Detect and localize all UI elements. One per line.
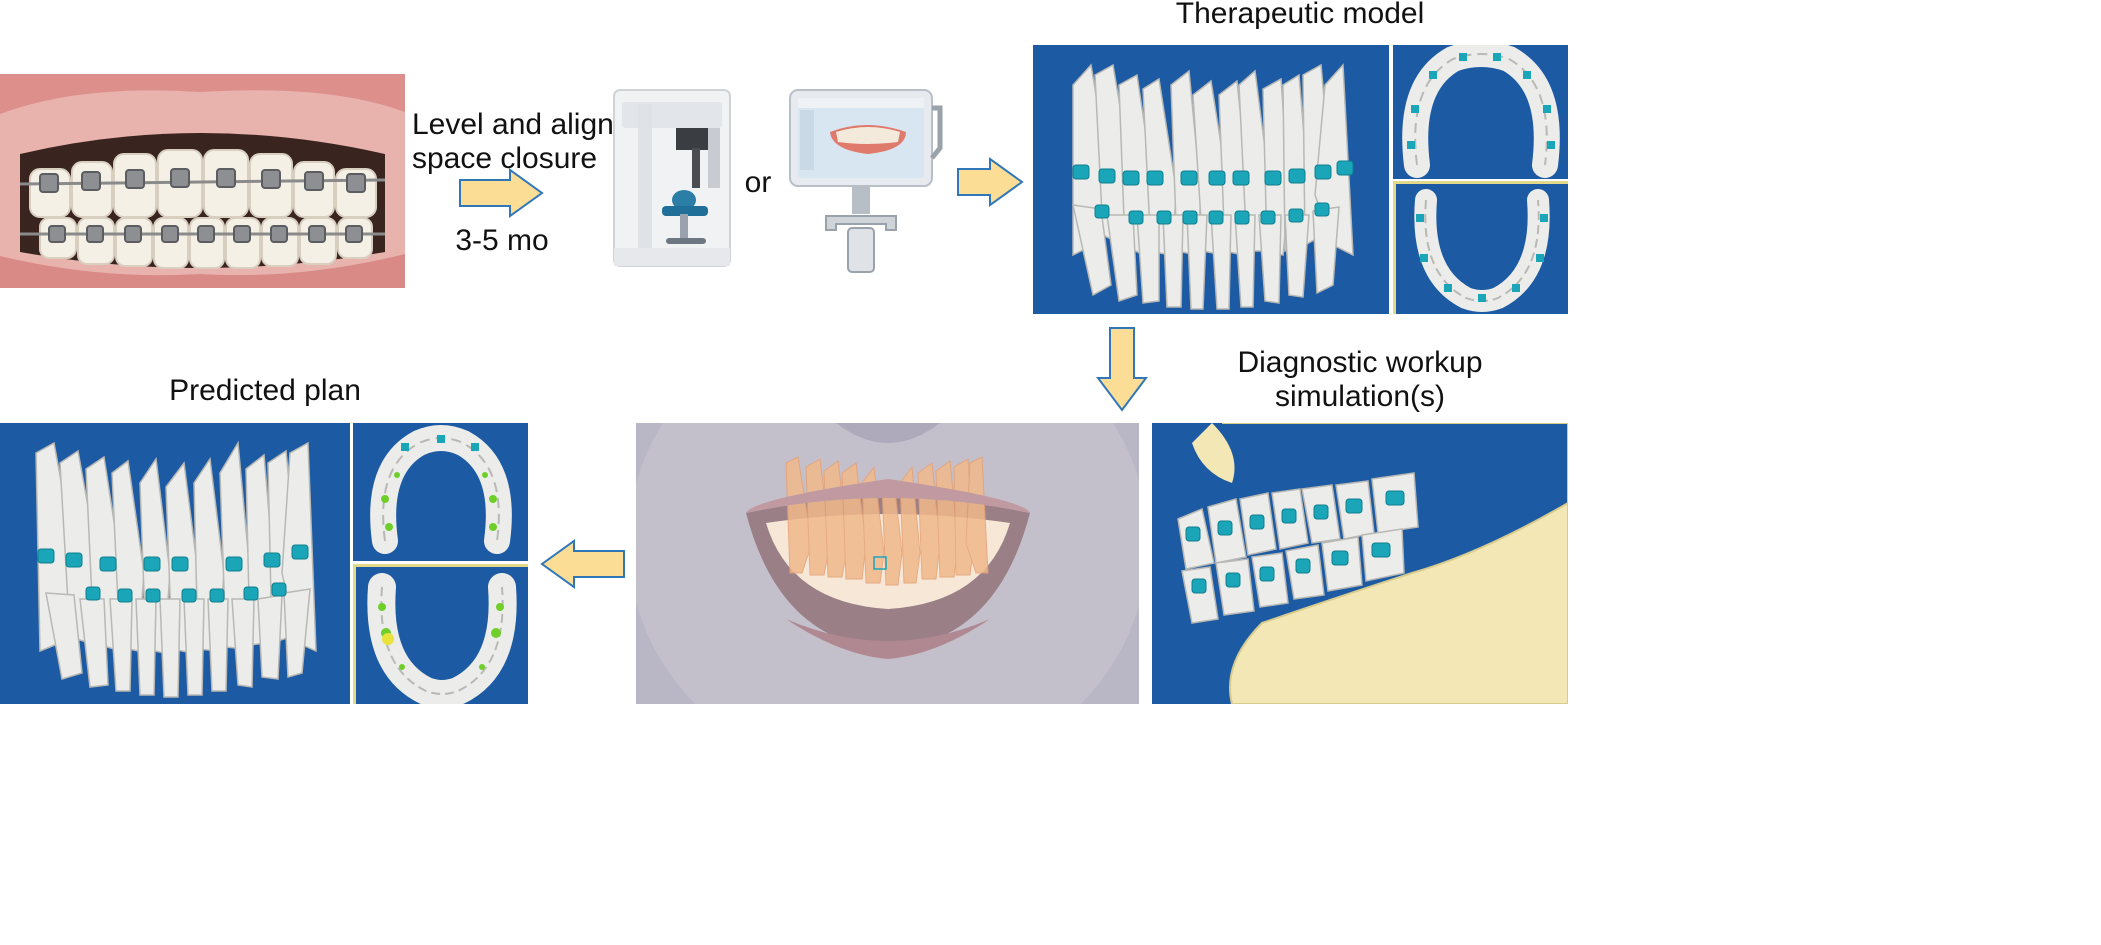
therapeutic-model-occlusal-lower [1393,181,1568,314]
diagnostic-title-line1: Diagnostic workup [1237,346,1483,379]
predicted-plan-title: Predicted plan [169,374,361,407]
left-arrow [540,539,625,589]
therapeutic-model-title: Therapeutic model [1175,0,1425,30]
diagnostic-workup-3d [1152,423,1568,704]
right-arrow-1 [459,168,544,218]
cbct-scanner-icon [612,88,734,270]
step-label-line2: space closure [412,142,598,175]
right-arrow-2 [957,157,1024,207]
predicted-plan-occlusal-upper [353,423,528,561]
duration-label: 3-5 mo [455,224,549,257]
down-arrow [1096,327,1148,412]
therapeutic-model-occlusal-upper [1393,45,1568,179]
predicted-plan-occlusal-lower [353,564,528,704]
predicted-plan-frontal [0,423,350,704]
intraoral-photo-braces [0,74,405,288]
step-label-line1: Level and align [412,108,614,141]
therapeutic-model-frontal [1033,45,1389,314]
diagnostic-title-line2: simulation(s) [1274,380,1446,413]
or-label: or [744,166,772,199]
intraoral-scanner-icon [786,88,946,278]
smile-simulation-photo [636,423,1139,704]
